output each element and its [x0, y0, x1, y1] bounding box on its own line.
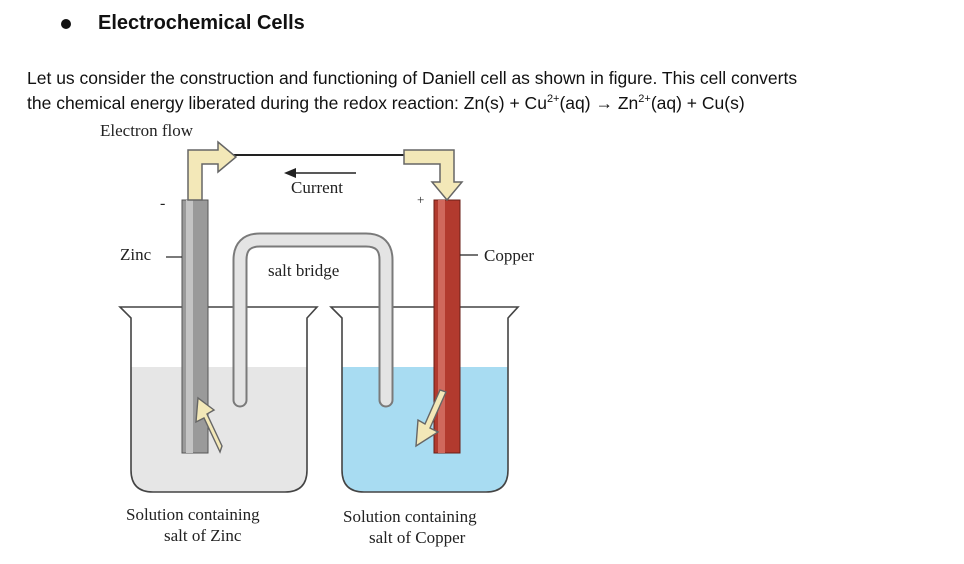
copper-rod [433, 199, 461, 454]
paragraph-line-2: the chemical energy liberated during the… [27, 93, 745, 113]
zinc-ion-arrow [195, 396, 223, 454]
copper-caption-line-1: Solution containing [343, 507, 477, 526]
zinc-caption-line-2: salt of Zinc [164, 526, 242, 545]
copper-label: Copper [484, 246, 535, 265]
zinc-label: Zinc [120, 245, 152, 264]
body-paragraph: Let us consider the construction and fun… [27, 66, 947, 116]
right-beaker [329, 306, 520, 493]
minus-terminal: - [160, 195, 166, 212]
paragraph-line-1: Let us consider the construction and fun… [27, 68, 798, 88]
current-label: Current [291, 178, 343, 197]
zinc-caption-line-1: Solution containing [126, 505, 260, 524]
copper-ion-arrow [415, 389, 447, 448]
electron-flow-label: Electron flow [100, 121, 193, 140]
copper-caption-line-2: salt of Copper [369, 528, 466, 547]
electron-flow-arrow-right [403, 149, 464, 202]
zinc-solution [131, 367, 307, 492]
bullet-point [61, 19, 71, 29]
plus-terminal: + [417, 192, 425, 207]
salt-bridge-label: salt bridge [268, 261, 340, 280]
section-heading: Electrochemical Cells [98, 12, 305, 34]
electron-flow-arrow-left [187, 140, 238, 201]
left-beaker [118, 306, 319, 493]
